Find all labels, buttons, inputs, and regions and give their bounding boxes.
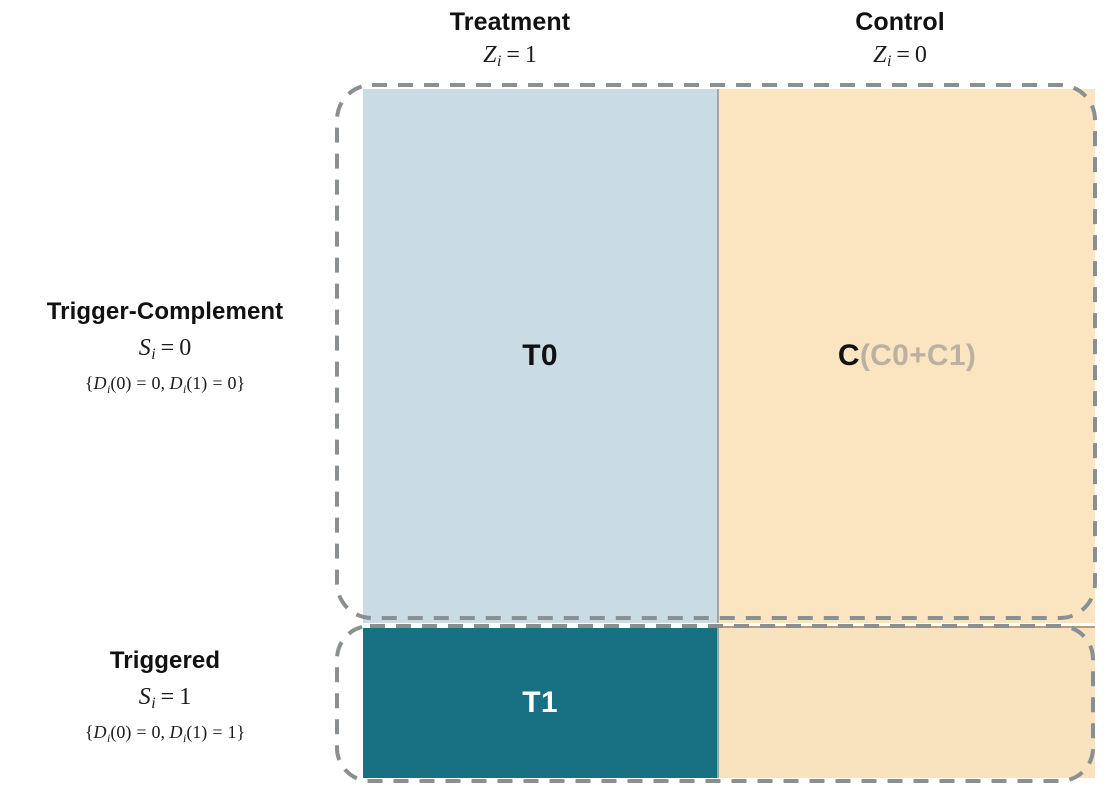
row-tr-po-d0-var: D	[93, 722, 107, 743]
row-label-triggered-potential-outcomes: {Di(0)=0, Di(1)=1}	[0, 722, 330, 745]
row-label-trigger-complement: Trigger-Complement Si=0 {Di(0)=0, Di(1)=…	[0, 298, 330, 396]
row-tc-po-d0-sub: i	[107, 381, 111, 396]
row-tc-po-d1-arg: (1)	[186, 373, 208, 394]
row-tc-value: 0	[179, 334, 192, 361]
row-tc-po-close: }	[236, 373, 246, 394]
row-tc-po-d0-arg: (0)	[110, 373, 132, 394]
col-control-equals: =	[896, 41, 910, 68]
row-tc-po-open: {	[84, 373, 94, 394]
cell-control-label-extra: (C0+C1)	[859, 339, 977, 372]
col-treatment-equals: =	[506, 41, 520, 68]
column-header-treatment-math: Zi=1	[400, 41, 620, 72]
col-control-value: 0	[914, 41, 927, 68]
row-tr-po-d1-sub: i	[183, 730, 187, 745]
col-control-var: Z	[873, 41, 887, 68]
row-tr-po-d1-value: 1	[227, 722, 237, 743]
cell-control-triggered[interactable]	[719, 628, 1095, 778]
cell-t1[interactable]: T1	[363, 628, 719, 778]
control-block-divider-rule	[719, 626, 1095, 628]
row-tc-po-d1-value: 0	[227, 373, 237, 394]
row-tr-po-d0-sub: i	[107, 730, 111, 745]
cell-control-combined[interactable]: C(C0+C1)	[719, 89, 1095, 623]
col-treatment-sub: i	[496, 52, 502, 70]
column-header-treatment: Treatment Zi=1	[400, 8, 620, 72]
cell-control-label: C	[837, 339, 860, 372]
row-tc-po-d1-sub: i	[183, 381, 187, 396]
row-tc-po-d0-value: 0	[151, 373, 161, 394]
row-tr-po-d1-var: D	[169, 722, 183, 743]
col-control-sub: i	[886, 52, 892, 70]
row-label-triggered-title: Triggered	[109, 647, 221, 674]
row-label-triggered: Triggered Si=1 {Di(0)=0, Di(1)=1}	[0, 647, 330, 745]
row-tr-po-d1-equals: =	[212, 722, 223, 743]
column-header-control: Control Zi=0	[790, 8, 1010, 72]
row-tc-po-d1-var: D	[169, 373, 183, 394]
column-header-treatment-title: Treatment	[449, 8, 571, 36]
cell-control-label-group: C(C0+C1)	[838, 339, 976, 373]
row-label-triggered-math: Si=1	[0, 683, 330, 713]
row-tr-var: S	[138, 683, 151, 710]
row-tc-po-d0-var: D	[93, 373, 107, 394]
column-header-control-math: Zi=0	[790, 41, 1010, 72]
row-tr-po-sep: ,	[160, 722, 170, 743]
row-tc-po-d1-equals: =	[212, 373, 223, 394]
row-tr-value: 1	[179, 683, 192, 710]
cell-t0-label: T0	[522, 339, 558, 372]
row-tc-po-d0-equals: =	[136, 373, 147, 394]
row-label-trigger-complement-potential-outcomes: {Di(0)=0, Di(1)=0}	[0, 373, 330, 396]
row-tc-var: S	[138, 334, 151, 361]
column-header-control-title: Control	[855, 8, 945, 36]
row-tc-equals: =	[160, 334, 175, 361]
row-tr-po-d0-arg: (0)	[110, 722, 132, 743]
row-tr-po-open: {	[84, 722, 94, 743]
row-tr-po-d0-equals: =	[136, 722, 147, 743]
row-tr-equals: =	[160, 683, 175, 710]
cell-t0[interactable]: T0	[363, 89, 719, 623]
row-tr-sub: i	[151, 695, 156, 713]
row-label-trigger-complement-title: Trigger-Complement	[46, 298, 284, 325]
row-label-trigger-complement-math: Si=0	[0, 334, 330, 364]
row-tc-sub: i	[151, 346, 156, 364]
col-treatment-var: Z	[483, 41, 497, 68]
row-tr-po-d1-arg: (1)	[186, 722, 208, 743]
cell-t1-label: T1	[522, 686, 558, 719]
row-tr-po-close: }	[236, 722, 246, 743]
row-tc-po-sep: ,	[160, 373, 170, 394]
row-tr-po-d0-value: 0	[151, 722, 161, 743]
col-treatment-value: 1	[524, 41, 537, 68]
